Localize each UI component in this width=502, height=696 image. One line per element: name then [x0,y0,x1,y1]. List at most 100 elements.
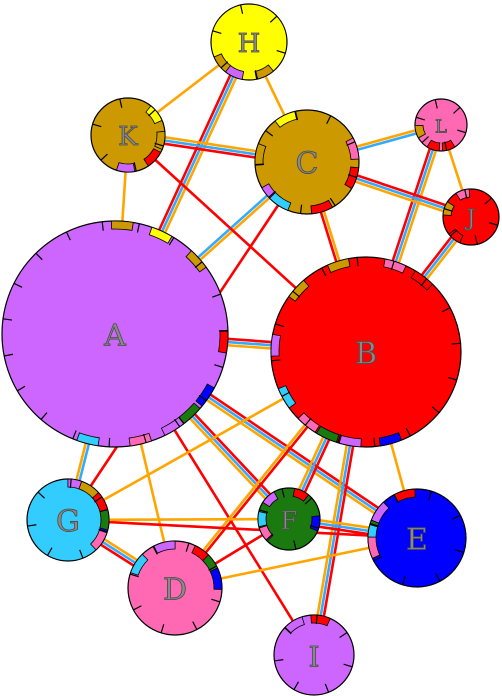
node-tick [405,427,411,437]
node-tick [299,204,303,214]
node-port [367,536,381,559]
node-tick [321,267,327,277]
node-tick [441,307,451,313]
node-port [274,110,298,128]
node-port [284,616,305,634]
node-port [178,402,201,425]
node-label: B [355,337,377,372]
node-circle[interactable] [210,3,288,81]
node-port [78,480,100,499]
node-G[interactable]: G [26,478,110,562]
node-tick [373,556,382,562]
node-label: K [118,122,138,152]
node-A[interactable]: A [1,220,229,448]
node-H[interactable]: H [210,3,288,81]
node-tick [13,282,23,288]
node-port [195,383,215,407]
node-tick [208,565,217,571]
node-port [345,137,360,160]
node-tick [293,540,297,550]
node-tick [254,70,259,80]
node-tick [450,229,458,237]
node-label: A [103,319,126,354]
nodes-layer: A B C D EF G H I J K L [1,3,500,696]
node-tick [444,141,448,151]
node-port [344,166,360,190]
node-tick [274,659,284,662]
node-port [277,385,297,409]
node-tick [356,257,359,267]
node-tick [40,412,48,420]
node-tick [455,549,464,554]
node-label: J [465,207,476,232]
node-label: C [296,147,319,182]
node-tick [309,524,319,529]
node-tick [373,437,376,447]
node-I[interactable]: I [273,614,355,696]
node-tick [453,106,461,114]
node-label: H [238,29,261,59]
node-tick [281,488,285,498]
node-L[interactable]: L [414,98,468,152]
node-tick [92,123,102,128]
node-tick [239,4,244,14]
node-port [110,220,134,231]
node-circle[interactable] [414,98,468,152]
node-port [160,416,185,436]
node-tick [212,293,221,298]
node-port [370,501,390,524]
node-tick [393,494,399,503]
node-port [185,250,207,273]
node-tick [79,549,84,559]
node-port [254,143,267,166]
node-port [90,529,108,551]
node-tick [265,533,274,541]
node-F[interactable]: F [257,487,321,551]
node-tick [343,663,353,668]
node-tick [326,115,332,125]
node-J[interactable]: J [442,188,500,246]
node-label: I [308,641,319,674]
node-D[interactable]: D [127,540,223,636]
node-port [154,130,166,150]
node-E[interactable]: E [367,488,467,588]
node-port [393,488,416,503]
node-port [410,270,434,291]
node-port [130,553,149,576]
node-tick [192,621,198,630]
node-port [257,510,268,528]
node-tick [148,109,156,117]
node-tick [27,524,37,527]
node-tick [100,153,108,161]
node-tick [269,15,278,23]
node-port [383,258,407,274]
node-tick [421,136,429,144]
node-tick [94,496,103,503]
node-tick [447,376,457,381]
node-tick [370,522,379,527]
node-tick [304,417,312,426]
node-port [269,192,292,211]
edge-E-G [67,518,418,540]
node-port [327,258,351,273]
node-port [99,509,110,531]
node-K[interactable]: K [90,97,166,173]
node-tick [133,162,137,172]
node-tick [268,190,276,198]
node-port [414,124,426,139]
node-tick [69,479,72,489]
node-tick [315,615,318,625]
node-tick [65,231,71,241]
node-tick [284,627,292,635]
node-tick [431,406,440,414]
node-B[interactable]: B [270,256,462,448]
node-C[interactable]: C [254,109,360,215]
node-port [128,432,153,447]
node-tick [46,547,53,556]
node-tick [324,683,330,693]
node-tick [211,598,221,603]
node-tick [488,222,498,226]
node-port [288,279,310,302]
node-tick [474,235,478,245]
